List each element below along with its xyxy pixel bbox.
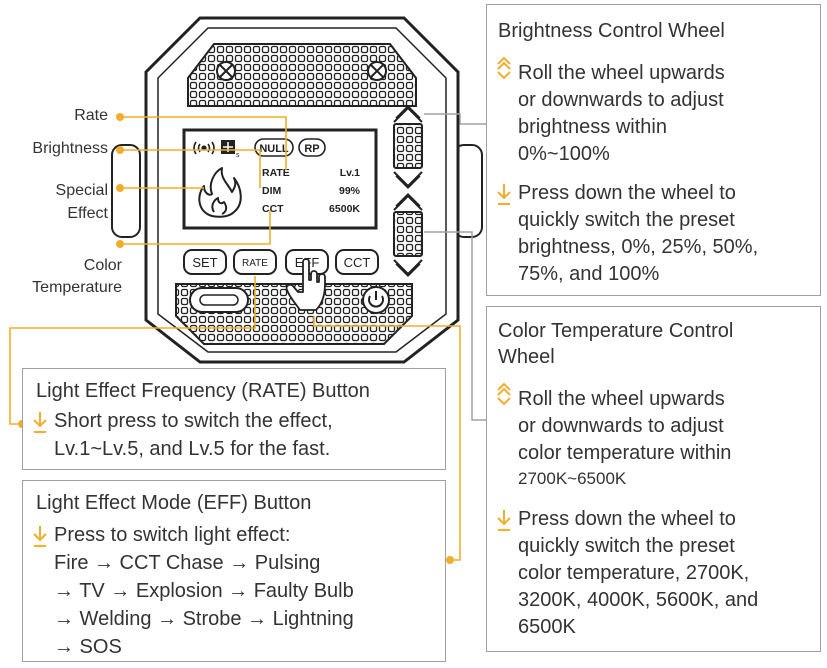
eff-info-box	[22, 480, 446, 662]
cct-press-line: color temperature, 2700K,	[518, 562, 750, 584]
brightness-roll-line: Roll the wheel upwards	[518, 62, 725, 84]
power-icon	[362, 286, 390, 314]
cct-press-line: 3200K, 4000K, 5600K, and	[518, 589, 759, 611]
screen-row-value-rate: Lv.1	[340, 167, 360, 179]
rate-button-label: RATE	[242, 258, 268, 269]
cct-press-line: quickly switch the preset	[518, 535, 735, 557]
cct-info-box	[486, 306, 821, 652]
brightness-press-line: brightness, 0%, 25%, 50%,	[518, 236, 759, 258]
cct-roll-line: or downwards to adjust	[518, 415, 724, 437]
fire-icon	[198, 167, 242, 218]
eff-box-title: Light Effect Mode (EFF) Button	[36, 492, 312, 514]
eff-box-line: → TV → Explosion → Faulty Bulb	[54, 580, 354, 602]
press-arrow-icon	[497, 510, 511, 531]
brightness-roll-line: or downwards to adjust	[518, 89, 724, 111]
roll-arrows-icon	[497, 382, 511, 406]
brightness-press-line: 75%, and 100%	[518, 263, 660, 285]
eff-box-line: → SOS	[54, 636, 122, 658]
cct-wheel	[393, 192, 423, 278]
press-arrow-icon	[33, 412, 47, 433]
cct-press-line: 6500K	[518, 616, 576, 638]
roll-arrows-icon	[497, 56, 511, 80]
rate-box-line: Short press to switch the effect,	[54, 410, 333, 432]
eff-box-line: Fire → CCT Chase → Pulsing	[54, 552, 321, 574]
press-arrow-icon	[497, 184, 511, 205]
signal-icon	[193, 141, 215, 155]
brightness-roll-line: 0%~100%	[518, 143, 610, 165]
cct-roll-line: color temperature within	[518, 442, 732, 464]
gray-connectors	[424, 113, 486, 421]
rp-tag	[298, 138, 326, 157]
cct-box-title: Color Temperature Control	[498, 320, 734, 342]
callout-brightness: Brightness	[32, 140, 108, 157]
screen-row-value-cct: 6500K	[329, 203, 360, 215]
eff-box-line: Press to switch light effect:	[54, 524, 291, 546]
device-side-tabs	[111, 144, 483, 238]
brightness-box-title: Brightness Control Wheel	[498, 20, 725, 42]
cct-press-line: Press down the wheel to	[518, 508, 736, 530]
rate-info-box	[22, 368, 446, 470]
hand-pointer-icon	[285, 258, 326, 311]
rate-box-line: Lv.1~Lv.5, and Lv.5 for the fast.	[54, 438, 331, 460]
callout-rate: Rate	[74, 107, 108, 124]
callout-lines	[9, 116, 461, 561]
cct-button-label: CCT	[344, 255, 371, 270]
screen-row-label-dim: DIM	[262, 185, 282, 197]
cct-box-title: Wheel	[498, 346, 555, 368]
null-tag-text: NULL	[259, 143, 289, 155]
callout-special: Special	[55, 182, 108, 199]
press-arrow-icon	[33, 526, 47, 547]
brightness-press-line: Press down the wheel to	[518, 182, 736, 204]
rate-box-title: Light Effect Frequency (RATE) Button	[36, 380, 370, 402]
svg-text:s: s	[236, 152, 240, 159]
screen-row-value-dim: 99%	[339, 185, 361, 197]
callout-effect: Effect	[67, 205, 108, 222]
screen-row-label-rate: RATE	[262, 167, 290, 179]
brightness-info-box	[486, 4, 821, 296]
callout-temperature: Temperature	[32, 279, 122, 296]
null-tag	[254, 138, 294, 157]
brightness-press-line: quickly switch the preset	[518, 209, 735, 231]
callout-color: Color	[83, 257, 122, 274]
eff-box-line: → Welding → Strobe → Lightning	[54, 608, 354, 630]
rp-tag-text: RP	[304, 143, 319, 155]
screen-row-label-cct: CCT	[262, 203, 284, 215]
cct-roll-line: Roll the wheel upwards	[518, 388, 725, 410]
cct-roll-line: 2700K~6500K	[518, 469, 627, 488]
set-button-label: SET	[192, 255, 217, 270]
brightness-wheel	[393, 104, 423, 190]
brightness-roll-line: brightness within	[518, 116, 667, 138]
top-grille	[187, 43, 417, 107]
